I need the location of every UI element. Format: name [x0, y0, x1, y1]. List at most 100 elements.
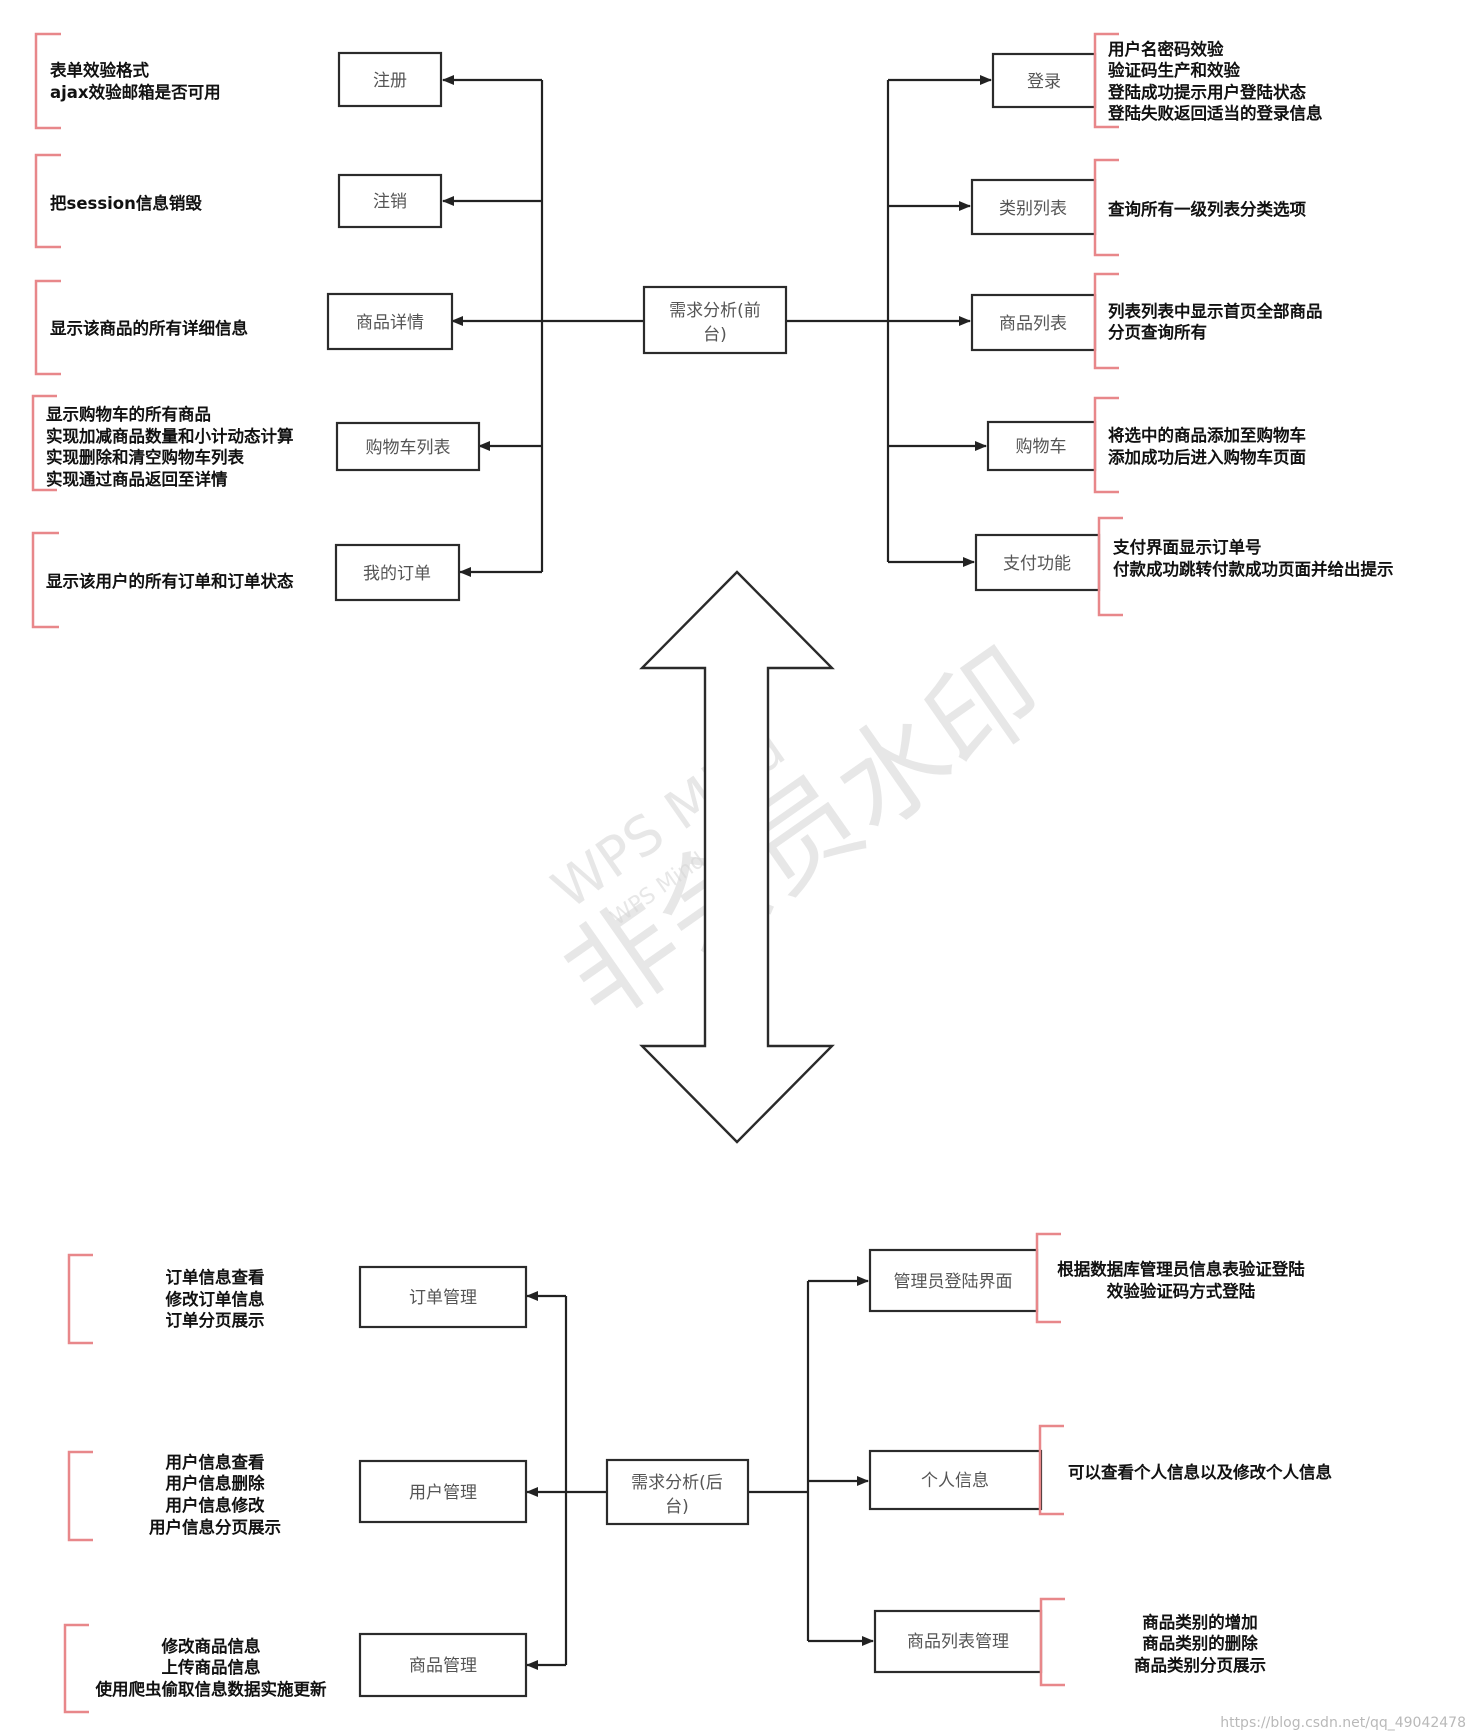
back-diagram: 需求分析(后 台) 订单管理 用户管理 商品管理 管理员登陆界面 个人信息 商品… — [63, 1232, 1332, 1714]
note-login-line-2: 验证码生产和效验 — [1108, 60, 1241, 80]
node-register-label: 注册 — [373, 71, 407, 91]
node-admin-login: 管理员登陆界面 — [868, 1248, 1039, 1313]
note-product-list-management-line-1: 商品类别的增加 — [1142, 1612, 1258, 1632]
note-category-list-line-1: 查询所有一级列表分类选项 — [1107, 199, 1307, 219]
node-product-list-management: 商品列表管理 — [873, 1609, 1043, 1674]
note-product-list-line-2: 分页查询所有 — [1108, 322, 1207, 342]
note-cart-list-line-3: 实现删除和清空购物车列表 — [46, 447, 245, 467]
node-payment: 支付功能 — [974, 533, 1101, 592]
note-cart: 将选中的商品添加至购物车 添加成功后进入购物车页面 — [1108, 425, 1306, 467]
note-login-line-1: 用户名密码效验 — [1108, 39, 1224, 59]
note-cart-list: 显示购物车的所有商品 实现加减商品数量和小计动态计算 实现删除和清空购物车列表 … — [46, 404, 294, 489]
double-arrow-icon — [639, 570, 835, 1144]
note-my-orders-line-1: 显示该用户的所有订单和订单状态 — [46, 571, 294, 591]
front-center-label-2: 台) — [703, 325, 727, 345]
node-cart-list: 购物车列表 — [335, 421, 481, 472]
note-category-list: 查询所有一级列表分类选项 — [1107, 199, 1307, 219]
node-user-management: 用户管理 — [358, 1459, 528, 1524]
back-center-label-1: 需求分析(后 — [631, 1473, 723, 1493]
back-left-brackets — [63, 1253, 93, 1714]
note-product-list: 列表列表中显示首页全部商品 分页查询所有 — [1108, 301, 1323, 342]
note-product-list-management-line-2: 商品类别的删除 — [1142, 1633, 1258, 1653]
note-cart-list-line-2: 实现加减商品数量和小计动态计算 — [46, 426, 294, 446]
note-admin-login: 根据数据库管理员信息表验证登陆 效验验证码方式登陆 — [1057, 1259, 1305, 1301]
front-center-node: 需求分析(前 台) — [642, 285, 788, 355]
note-admin-login-line-1: 根据数据库管理员信息表验证登陆 — [1057, 1259, 1305, 1279]
front-center-label-1: 需求分析(前 — [669, 301, 761, 321]
node-category-list: 类别列表 — [970, 178, 1097, 236]
note-payment: 支付界面显示订单号 付款成功跳转付款成功页面并给出提示 — [1113, 537, 1394, 579]
node-logout: 注销 — [337, 173, 443, 229]
node-payment-label: 支付功能 — [1003, 554, 1071, 574]
back-right-brackets — [1035, 1232, 1065, 1687]
front-edges — [442, 75, 992, 577]
note-order-management: 订单信息查看 修改订单信息 订单分页展示 — [165, 1267, 265, 1330]
note-register-line-2: ajax效验邮箱是否可用 — [50, 82, 221, 102]
node-login: 登录 — [991, 52, 1097, 109]
node-cart-label: 购物车 — [1016, 437, 1067, 457]
node-cart: 购物车 — [986, 420, 1097, 472]
node-logout-label: 注销 — [373, 192, 407, 212]
note-product-detail: 显示该商品的所有详细信息 — [50, 318, 248, 338]
front-left-brackets — [31, 32, 61, 629]
note-user-management-line-4: 用户信息分页展示 — [149, 1517, 281, 1537]
note-login-line-3: 登陆成功提示用户登陆状态 — [1107, 82, 1307, 102]
note-login-line-4: 登陆失败返回适当的登录信息 — [1107, 103, 1323, 123]
note-order-management-line-1: 订单信息查看 — [166, 1267, 265, 1287]
node-product-list-label: 商品列表 — [999, 314, 1067, 334]
node-user-management-label: 用户管理 — [409, 1483, 477, 1503]
node-login-label: 登录 — [1027, 72, 1061, 92]
note-personal-info-line-1: 可以查看个人信息以及修改个人信息 — [1068, 1462, 1332, 1482]
node-product-list-management-label: 商品列表管理 — [907, 1632, 1009, 1652]
note-user-management-line-1: 用户信息查看 — [166, 1452, 265, 1472]
note-payment-line-2: 付款成功跳转付款成功页面并给出提示 — [1113, 559, 1394, 579]
node-product-management-label: 商品管理 — [409, 1656, 477, 1676]
note-login: 用户名密码效验 验证码生产和效验 登陆成功提示用户登陆状态 登陆失败返回适当的登… — [1107, 39, 1323, 123]
note-order-management-line-3: 订单分页展示 — [166, 1310, 265, 1330]
note-cart-line-2: 添加成功后进入购物车页面 — [1108, 447, 1306, 467]
node-admin-login-label: 管理员登陆界面 — [894, 1272, 1013, 1292]
node-register: 注册 — [337, 51, 443, 108]
back-center-label-2: 台) — [665, 1497, 689, 1517]
note-admin-login-line-2: 效验验证码方式登陆 — [1107, 1281, 1256, 1301]
node-category-list-label: 类别列表 — [999, 199, 1067, 219]
note-product-management-line-3: 使用爬虫偷取信息数据实施更新 — [95, 1679, 328, 1699]
node-product-detail: 商品详情 — [326, 292, 454, 351]
node-my-orders: 我的订单 — [334, 543, 461, 602]
node-personal-info-label: 个人信息 — [921, 1471, 989, 1491]
footer-url: https://blog.csdn.net/qq_49042478 — [1220, 1715, 1466, 1731]
note-order-management-line-2: 修改订单信息 — [165, 1289, 265, 1309]
node-product-detail-label: 商品详情 — [356, 313, 424, 333]
note-personal-info: 可以查看个人信息以及修改个人信息 — [1068, 1462, 1332, 1482]
back-edges — [526, 1276, 874, 1670]
note-cart-line-1: 将选中的商品添加至购物车 — [1108, 425, 1306, 445]
note-register-line-1: 表单效验格式 — [50, 60, 150, 80]
node-my-orders-label: 我的订单 — [363, 564, 431, 584]
note-logout-line-1: 把session信息销毁 — [50, 193, 202, 213]
note-cart-list-line-4: 实现通过商品返回至详情 — [46, 469, 228, 489]
note-product-detail-line-1: 显示该商品的所有详细信息 — [50, 318, 248, 338]
note-user-management: 用户信息查看 用户信息删除 用户信息修改 用户信息分页展示 — [149, 1452, 281, 1537]
note-user-management-line-2: 用户信息删除 — [166, 1473, 266, 1493]
node-personal-info: 个人信息 — [868, 1449, 1043, 1511]
note-product-management-line-2: 上传商品信息 — [162, 1657, 261, 1677]
front-diagram: 需求分析(前 台) 注册 注销 商品详情 购物车列表 我的订单 登录 — [31, 32, 1394, 629]
node-product-management: 商品管理 — [358, 1632, 528, 1698]
node-order-management-label: 订单管理 — [409, 1288, 477, 1308]
note-payment-line-1: 支付界面显示订单号 — [1113, 537, 1262, 557]
note-product-list-line-1: 列表列表中显示首页全部商品 — [1108, 301, 1323, 321]
node-cart-list-label: 购物车列表 — [366, 438, 451, 458]
note-product-list-management-line-3: 商品类别分页展示 — [1134, 1655, 1266, 1675]
note-cart-list-line-1: 显示购物车的所有商品 — [46, 404, 211, 424]
front-right-brackets — [1093, 32, 1123, 617]
note-my-orders: 显示该用户的所有订单和订单状态 — [46, 571, 294, 591]
node-order-management: 订单管理 — [358, 1265, 528, 1329]
back-center-node: 需求分析(后 台) — [605, 1458, 750, 1526]
note-product-management-line-1: 修改商品信息 — [161, 1636, 261, 1656]
note-product-list-management: 商品类别的增加 商品类别的删除 商品类别分页展示 — [1134, 1612, 1266, 1675]
note-register: 表单效验格式 ajax效验邮箱是否可用 — [50, 60, 221, 102]
note-user-management-line-3: 用户信息修改 — [166, 1495, 266, 1515]
note-product-management: 修改商品信息 上传商品信息 使用爬虫偷取信息数据实施更新 — [95, 1636, 328, 1699]
note-logout: 把session信息销毁 — [50, 193, 202, 213]
